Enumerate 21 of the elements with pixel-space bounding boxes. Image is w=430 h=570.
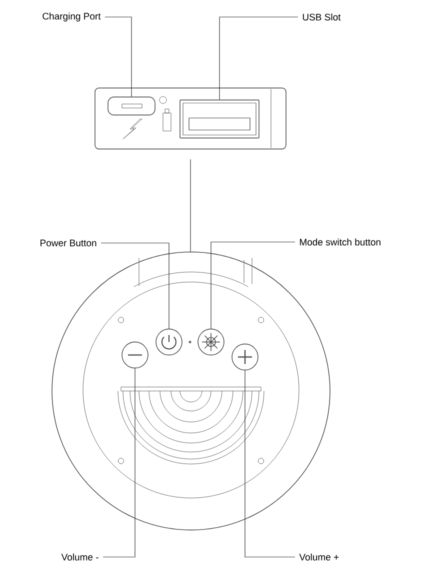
leader-line xyxy=(104,16,132,97)
speaker-body xyxy=(52,252,330,530)
charging-port xyxy=(108,96,156,116)
leader-line xyxy=(210,242,296,329)
leader-line xyxy=(190,159,191,252)
callout-label: Charging Port xyxy=(42,12,101,22)
volume-up-button xyxy=(232,344,258,370)
callout-label: Mode switch button xyxy=(300,238,380,246)
mode-button xyxy=(198,328,224,356)
volume-down-button xyxy=(122,342,148,368)
leader-line xyxy=(102,368,136,558)
usb-slot xyxy=(180,100,260,138)
callout-label: Volume - xyxy=(61,554,98,560)
port-panel xyxy=(94,88,286,150)
power-button xyxy=(156,328,182,356)
leader-line xyxy=(100,242,170,329)
callout-label: Power Button xyxy=(40,240,96,246)
callout-label: USB Slot xyxy=(302,14,341,20)
leader-line xyxy=(244,370,296,558)
callout-label: Volume + xyxy=(299,554,339,560)
leader-line xyxy=(219,16,298,100)
